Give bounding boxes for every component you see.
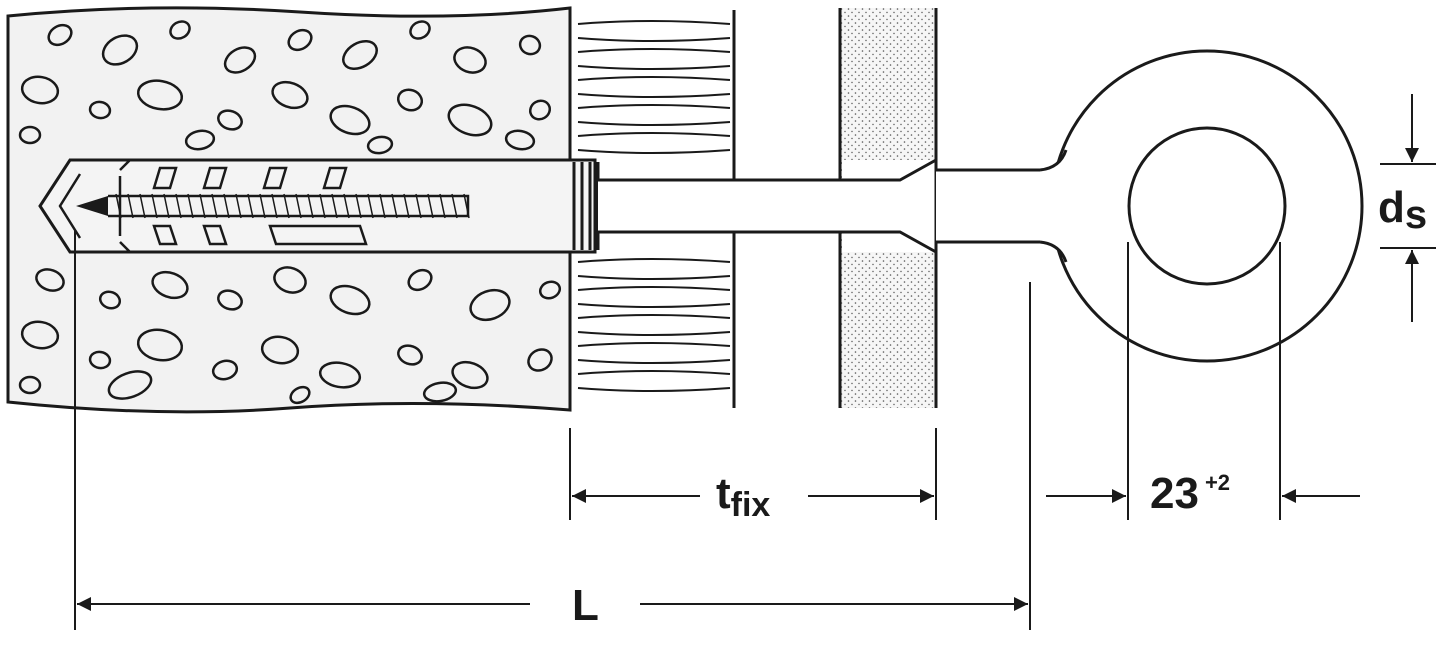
tfix-label: tfix <box>716 469 770 524</box>
eye-ring <box>936 49 1364 363</box>
extension-lines <box>74 163 1436 630</box>
concrete-aggregates <box>18 20 562 405</box>
total-length-label: L <box>572 581 599 630</box>
ds-label: ds <box>1378 183 1427 237</box>
eye-diameter-label: 23+2 <box>1150 469 1230 518</box>
anchor-sleeve <box>38 158 600 254</box>
